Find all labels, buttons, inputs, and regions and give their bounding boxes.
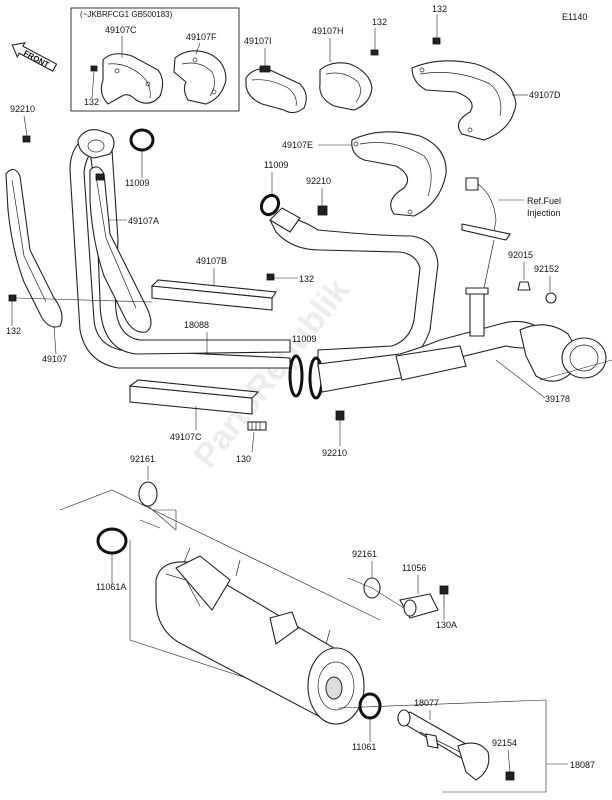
label-92154: 92154 xyxy=(492,738,517,748)
label-49107a: 49107A xyxy=(128,216,159,226)
label-49107f: 49107F xyxy=(186,32,217,42)
muffler-heat-plate xyxy=(269,611,299,645)
label-49107i: 49107I xyxy=(244,36,272,46)
label-92210-top: 92210 xyxy=(10,104,35,114)
label-92210-lower: 92210 xyxy=(322,448,347,458)
label-18087: 18087 xyxy=(570,760,595,770)
inset-title: (~JKBRFCG1 GB500183) xyxy=(80,10,173,19)
heat-guard-49107d xyxy=(411,60,517,141)
flange-upper xyxy=(269,207,301,233)
label-49107c-main: 49107C xyxy=(170,432,202,442)
label-11056: 11056 xyxy=(402,563,426,573)
label-11061: 11061 xyxy=(352,742,376,752)
exhaust-pipe-39178 xyxy=(317,287,607,393)
label-132-mid: 132 xyxy=(299,274,314,284)
label-92015: 92015 xyxy=(508,250,533,260)
label-132-inset-left: 132 xyxy=(84,97,99,107)
label-92210-mid: 92210 xyxy=(306,176,331,186)
catalyst-body xyxy=(395,345,467,381)
label-49107c-inset: 49107C xyxy=(105,25,137,35)
clamp-130 xyxy=(247,421,267,431)
label-11009-mid: 11009 xyxy=(264,160,288,170)
bolt-icon xyxy=(90,65,98,72)
label-92152: 92152 xyxy=(534,264,559,274)
label-11061a: 11061A xyxy=(96,582,126,592)
label-132-top-right: 132 xyxy=(432,4,447,14)
bolt-icon xyxy=(266,273,275,281)
nut-icon xyxy=(335,410,345,421)
bolt-icon xyxy=(22,135,31,143)
gasket-11061 xyxy=(358,692,382,720)
label-18077: 18077 xyxy=(414,698,439,708)
label-132-left: 132 xyxy=(6,326,21,336)
label-130: 130 xyxy=(236,454,251,464)
label-49107b: 49107B xyxy=(196,256,227,266)
inset-box: (~JKBRFCG1 GB500183) 49107C 49107F 132 xyxy=(70,7,240,112)
label-39178: 39178 xyxy=(545,394,570,404)
label-49107e: 49107E xyxy=(282,140,313,150)
bolt-icon xyxy=(432,37,441,45)
muffler xyxy=(155,547,365,725)
label-49107h: 49107H xyxy=(312,26,344,36)
label-130a: 130A xyxy=(436,620,457,630)
label-11009-lower: 11009 xyxy=(292,334,316,344)
label-132-top-mid: 132 xyxy=(372,17,387,27)
bolt-130a xyxy=(439,585,449,606)
label-49107d: 49107D xyxy=(529,90,561,100)
label-92161-right: 92161 xyxy=(352,549,377,559)
flange-top-left xyxy=(77,129,115,159)
nut-icon xyxy=(317,205,328,216)
bushing-92161-top xyxy=(138,481,158,507)
heat-guard-49107 xyxy=(5,168,63,328)
gasket-11009-lower-a xyxy=(288,354,304,398)
washer-icon xyxy=(545,292,557,304)
gasket-11061a xyxy=(96,527,128,555)
o2-sensor xyxy=(461,177,511,289)
diagram-code: E1140 xyxy=(562,12,587,22)
ref-label: Ref.Fuel xyxy=(527,196,561,206)
label-11009-top-left: 11009 xyxy=(125,178,149,188)
label-92161-top: 92161 xyxy=(130,454,155,464)
label-49107: 49107 xyxy=(42,354,67,364)
front-arrow-icon: FRONT xyxy=(11,41,58,72)
label-18088: 18088 xyxy=(184,320,209,330)
bolt-icon xyxy=(8,294,17,302)
ref-label-2: Injection xyxy=(527,208,561,218)
muffler-bracket xyxy=(175,555,231,611)
nut-icon xyxy=(517,281,531,291)
spark-arrestor-18077 xyxy=(396,709,490,781)
heat-guard-49107c-main xyxy=(128,379,260,415)
header-pipe-assembly xyxy=(69,129,439,369)
heat-guard-49107h xyxy=(319,62,373,111)
gasket-11009-top-left xyxy=(129,128,155,152)
heat-guard-49107i xyxy=(245,65,307,114)
heat-guard-49107b xyxy=(150,279,277,311)
heat-guard-49107a xyxy=(89,166,152,333)
bolt-icon xyxy=(505,771,515,781)
heat-guard-49107f xyxy=(173,50,227,105)
heat-guard-49107c-inset xyxy=(100,53,164,105)
heat-guard-49107e xyxy=(351,131,447,217)
bracket-11056 xyxy=(399,593,439,619)
bolt-icon xyxy=(370,49,379,56)
gasket-11009-mid xyxy=(259,193,281,217)
front-label: FRONT xyxy=(22,49,51,70)
